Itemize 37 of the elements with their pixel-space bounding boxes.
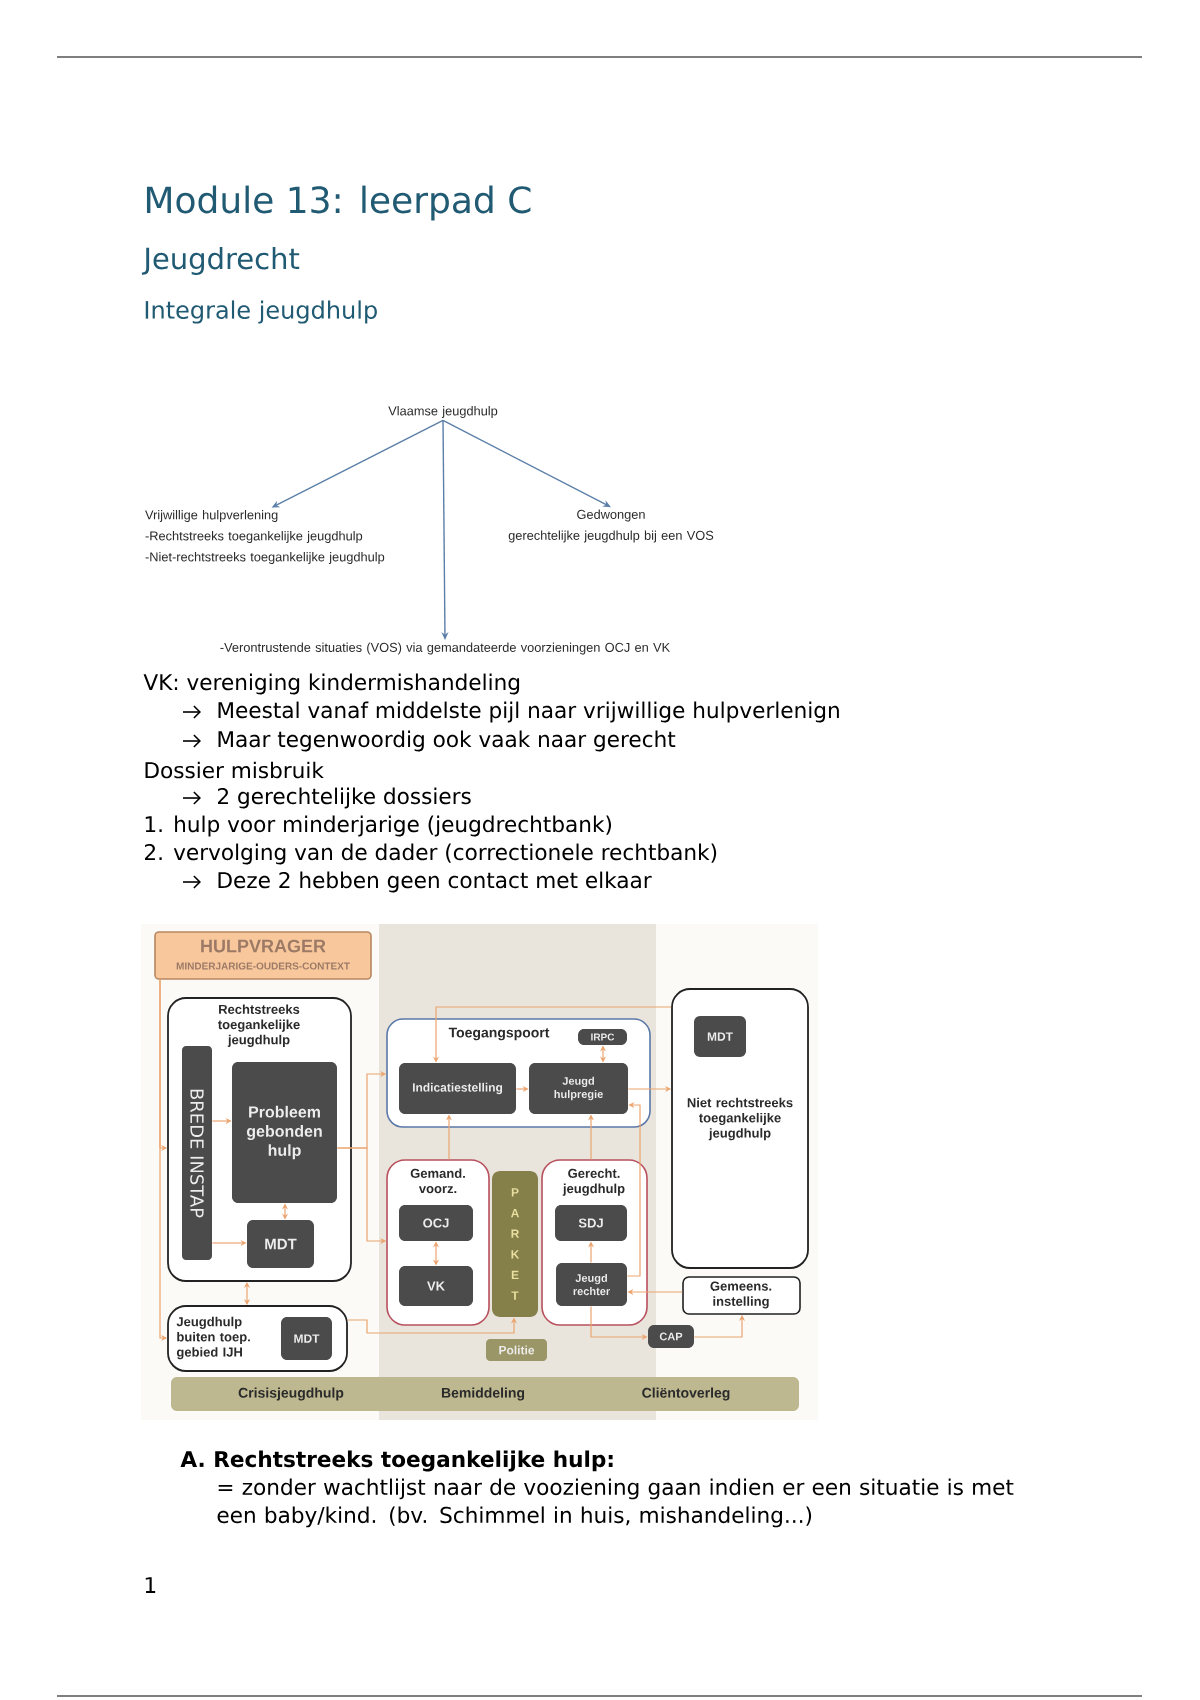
- diagram-text: Vrijwillige hulpverlening -Rechtstreeks toegankelijke jeugdhulp -Niet-rechtstreeks toegankelijke jeugdhulp: [145, 510, 385, 564]
- process-box: MDT: [694, 1016, 746, 1057]
- process-box: Politie: [486, 1339, 547, 1361]
- body-text: Maar tegenwoordig ook vaak naar gerecht: [218, 730, 676, 752]
- header-box: HULPVRAGER MINDERJARIGE-OUDERS-CONTEXT: [154, 931, 372, 980]
- process-box: Indicatiestelling: [399, 1063, 516, 1114]
- body-text: Dossier misbruik: [145, 761, 324, 779]
- page-number: 1: [145, 1577, 156, 1593]
- body-text: VK: vereniging kindermishandeling: [143, 673, 520, 695]
- process-box: Gemeens. instelling: [682, 1276, 801, 1315]
- vertical-bar: PARKET: [492, 1171, 538, 1317]
- process-box: Probleem gebonden hulp: [232, 1062, 337, 1203]
- process-box: Jeugd hulpregie: [529, 1063, 628, 1114]
- body-text: 2 gerechtelijke dossiers: [217, 787, 471, 809]
- process-box: IRPC: [578, 1029, 627, 1045]
- diagram-text: Vlaamse jeugdhulp: [388, 406, 498, 418]
- body-text: Meestal vanaf middelste pijl naar vrijwillige hulpverlenign: [218, 701, 839, 723]
- paragraph: = zonder wachtlijst naar de vooziening gaan indien er een situatie is met een baby/kind. (bv. Schimmel in huis, mishandeling...): [217, 1478, 1014, 1528]
- body-text: Deze 2 hebben geen contact met elkaar: [218, 871, 652, 893]
- diagram-text: Gedwongen gerechtelijke jeugdhulp bij een VOS: [508, 509, 714, 543]
- section-heading: A. Rechtstreeks toegankelijke hulp:: [180, 1450, 613, 1472]
- band: Crisisjeugdhulp Bemiddeling Cliëntoverleg: [171, 1377, 799, 1411]
- process-box: VK: [399, 1266, 473, 1306]
- process-box: MDT: [247, 1220, 314, 1268]
- vertical-bar: BREDE INSTAP: [182, 1046, 212, 1260]
- heading: Jeugdrecht: [141, 246, 300, 275]
- process-box: SDJ: [555, 1205, 627, 1241]
- process-box: CAP: [648, 1325, 694, 1348]
- body-text: 2. vervolging van de dader (correctionele rechtbank): [144, 843, 717, 865]
- diagram-text: -Verontrustende situaties (VOS) via gemandateerde voorzieningen OCJ en VK: [220, 642, 670, 655]
- title: Module 13: leerpad C: [146, 185, 531, 221]
- process-box: Jeugd rechter: [556, 1263, 627, 1306]
- subheading: Integrale jeugdhulp: [145, 300, 377, 324]
- connector: [442, 419, 611, 508]
- process-box: OCJ: [399, 1205, 473, 1241]
- body-text: 1. hulp voor minderjarige (jeugdrechtbank): [145, 815, 612, 837]
- process-box: MDT: [281, 1317, 332, 1360]
